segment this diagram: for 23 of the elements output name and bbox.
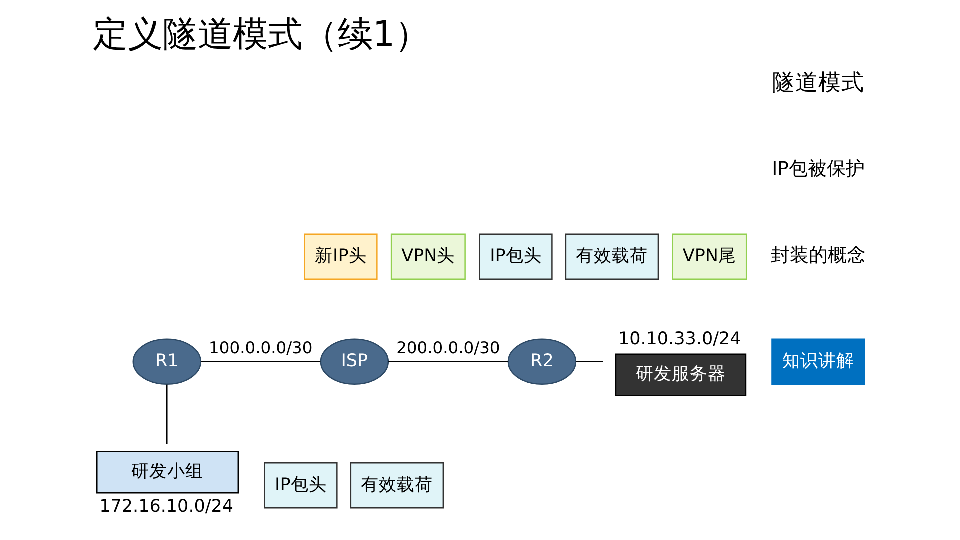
edge-label: 200.0.0.0/30 [396, 338, 500, 358]
edge-label: 100.0.0.0/30 [209, 338, 313, 358]
node-box: 有效载荷 [565, 234, 660, 280]
node-label: 10.10.33.0/24 [618, 330, 742, 350]
node-ellipse: ISP [320, 338, 390, 386]
label: 知识讲解 [782, 352, 854, 372]
label: 隧道模式 [772, 70, 864, 96]
node-box: VPN尾 [672, 234, 748, 280]
node-box: IP包头 [264, 462, 338, 509]
label: 封装的概念 [770, 245, 866, 266]
connector [166, 384, 168, 444]
connector [576, 361, 604, 363]
node-box: VPN头 [390, 234, 466, 280]
node-label: 172.16.10.0/24 [100, 497, 234, 518]
node-box: 新IP头 [304, 234, 378, 280]
node-box: IP包头 [479, 234, 553, 280]
node-ellipse: R2 [508, 338, 577, 386]
node-ellipse: R1 [132, 338, 202, 386]
connector [201, 361, 321, 363]
connector [388, 361, 508, 363]
diagram-title: 定义隧道模式（续1） [92, 15, 430, 56]
node-box: 有效载荷 [350, 462, 444, 509]
label: IP包被保护 [772, 158, 865, 180]
